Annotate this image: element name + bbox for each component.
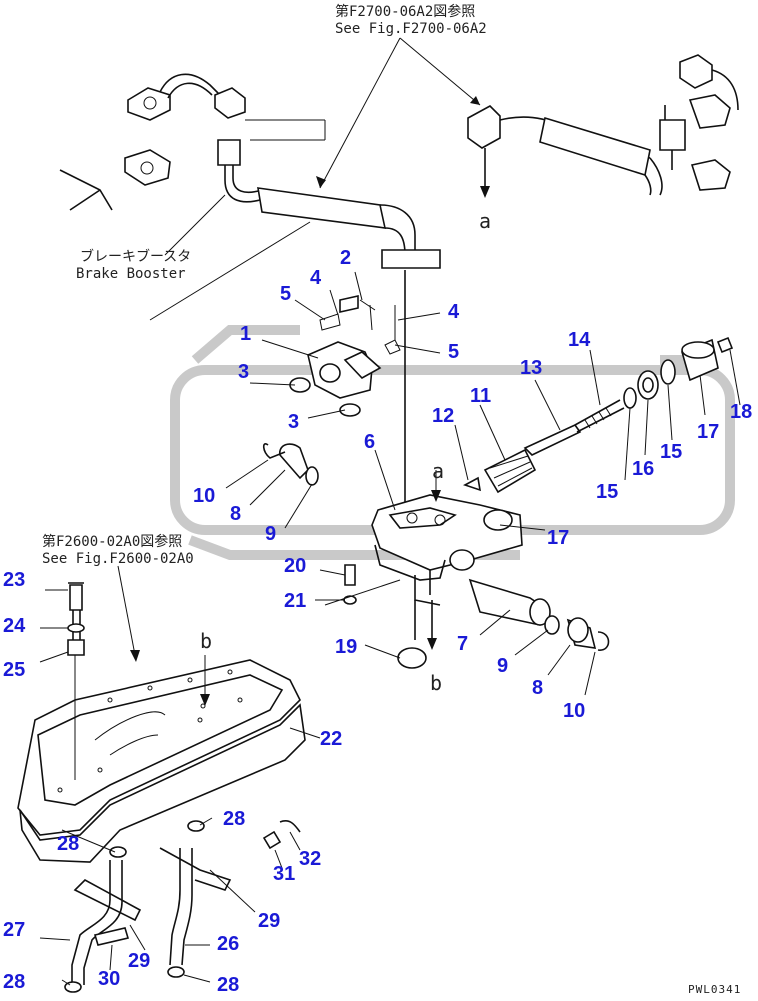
leader-ref-top-left bbox=[319, 37, 401, 189]
label-part-23[interactable]: 23 bbox=[3, 569, 25, 591]
label-part-28[interactable]: 28 bbox=[217, 974, 239, 996]
label-part-14[interactable]: 14 bbox=[568, 329, 591, 351]
label-part-25[interactable]: 25 bbox=[3, 659, 25, 681]
ref-booster-en: Brake Booster bbox=[76, 266, 186, 282]
label-part-20[interactable]: 20 bbox=[284, 555, 306, 577]
part-labels: 1 2 3 3 4 4 5 5 6 7 8 8 9 9 10 10 11 12 … bbox=[3, 247, 752, 996]
label-part-8[interactable]: 8 bbox=[230, 503, 241, 525]
label-part-24[interactable]: 24 bbox=[3, 615, 26, 637]
label-part-16[interactable]: 16 bbox=[632, 458, 654, 480]
arrowhead bbox=[470, 96, 480, 105]
valve-assembly bbox=[262, 270, 734, 669]
ref-top-en: See Fig.F2700-06A2 bbox=[335, 21, 487, 37]
ref-booster-ja: ブレーキブースタ bbox=[80, 248, 191, 265]
label-part-21[interactable]: 21 bbox=[284, 590, 306, 612]
label-part-27[interactable]: 27 bbox=[3, 919, 25, 941]
booster-piping-left bbox=[59, 73, 441, 321]
conn-a-top: a bbox=[479, 209, 491, 233]
label-part-26[interactable]: 26 bbox=[217, 933, 239, 955]
label-part-8[interactable]: 8 bbox=[532, 677, 543, 699]
label-part-22[interactable]: 22 bbox=[320, 728, 342, 750]
label-part-17[interactable]: 17 bbox=[697, 421, 719, 443]
conn-b-center: b bbox=[430, 671, 442, 695]
piping-right bbox=[467, 54, 739, 198]
label-part-28[interactable]: 28 bbox=[223, 808, 245, 830]
label-part-5[interactable]: 5 bbox=[448, 341, 459, 363]
label-part-15[interactable]: 15 bbox=[596, 481, 618, 503]
label-part-19[interactable]: 19 bbox=[335, 636, 357, 658]
leader-ref-top-right bbox=[399, 37, 481, 106]
label-part-15[interactable]: 15 bbox=[660, 441, 682, 463]
label-part-32[interactable]: 32 bbox=[299, 848, 321, 870]
arrowhead bbox=[130, 650, 140, 662]
label-part-31[interactable]: 31 bbox=[273, 863, 295, 885]
label-part-9[interactable]: 9 bbox=[265, 523, 276, 545]
label-part-3[interactable]: 3 bbox=[288, 411, 299, 433]
conn-b-plate: b bbox=[200, 629, 212, 653]
label-part-4[interactable]: 4 bbox=[448, 301, 460, 323]
label-part-5[interactable]: 5 bbox=[280, 283, 291, 305]
label-part-3[interactable]: 3 bbox=[238, 361, 249, 383]
conn-a-center: a bbox=[432, 459, 444, 483]
label-part-6[interactable]: 6 bbox=[364, 431, 375, 453]
label-part-11[interactable]: 11 bbox=[470, 385, 491, 407]
label-part-10[interactable]: 10 bbox=[563, 700, 585, 722]
label-part-2[interactable]: 2 bbox=[340, 247, 351, 269]
label-part-1[interactable]: 1 bbox=[240, 323, 251, 345]
label-part-28[interactable]: 28 bbox=[57, 833, 79, 855]
label-part-29[interactable]: 29 bbox=[128, 950, 150, 972]
label-part-30[interactable]: 30 bbox=[98, 968, 120, 990]
label-part-12[interactable]: 12 bbox=[432, 405, 454, 427]
plate-assembly bbox=[17, 582, 321, 993]
ref-left-en: See Fig.F2600-02A0 bbox=[42, 551, 194, 567]
label-part-18[interactable]: 18 bbox=[730, 401, 752, 423]
ref-left-ja: 第F2600-02A0図参照 bbox=[42, 533, 182, 550]
label-part-13[interactable]: 13 bbox=[520, 357, 542, 379]
leader-lines bbox=[225, 271, 741, 696]
label-part-17[interactable]: 17 bbox=[547, 527, 569, 549]
label-part-9[interactable]: 9 bbox=[497, 655, 508, 677]
arrowhead bbox=[316, 176, 326, 188]
label-part-4[interactable]: 4 bbox=[310, 267, 322, 289]
page-code: PWL0341 bbox=[688, 983, 741, 996]
label-part-7[interactable]: 7 bbox=[457, 633, 468, 655]
label-part-10[interactable]: 10 bbox=[193, 485, 215, 507]
leader-ref-left bbox=[117, 565, 136, 656]
label-part-29[interactable]: 29 bbox=[258, 910, 280, 932]
label-part-28[interactable]: 28 bbox=[3, 971, 25, 993]
ref-top-ja: 第F2700-06A2図参照 bbox=[335, 3, 475, 20]
